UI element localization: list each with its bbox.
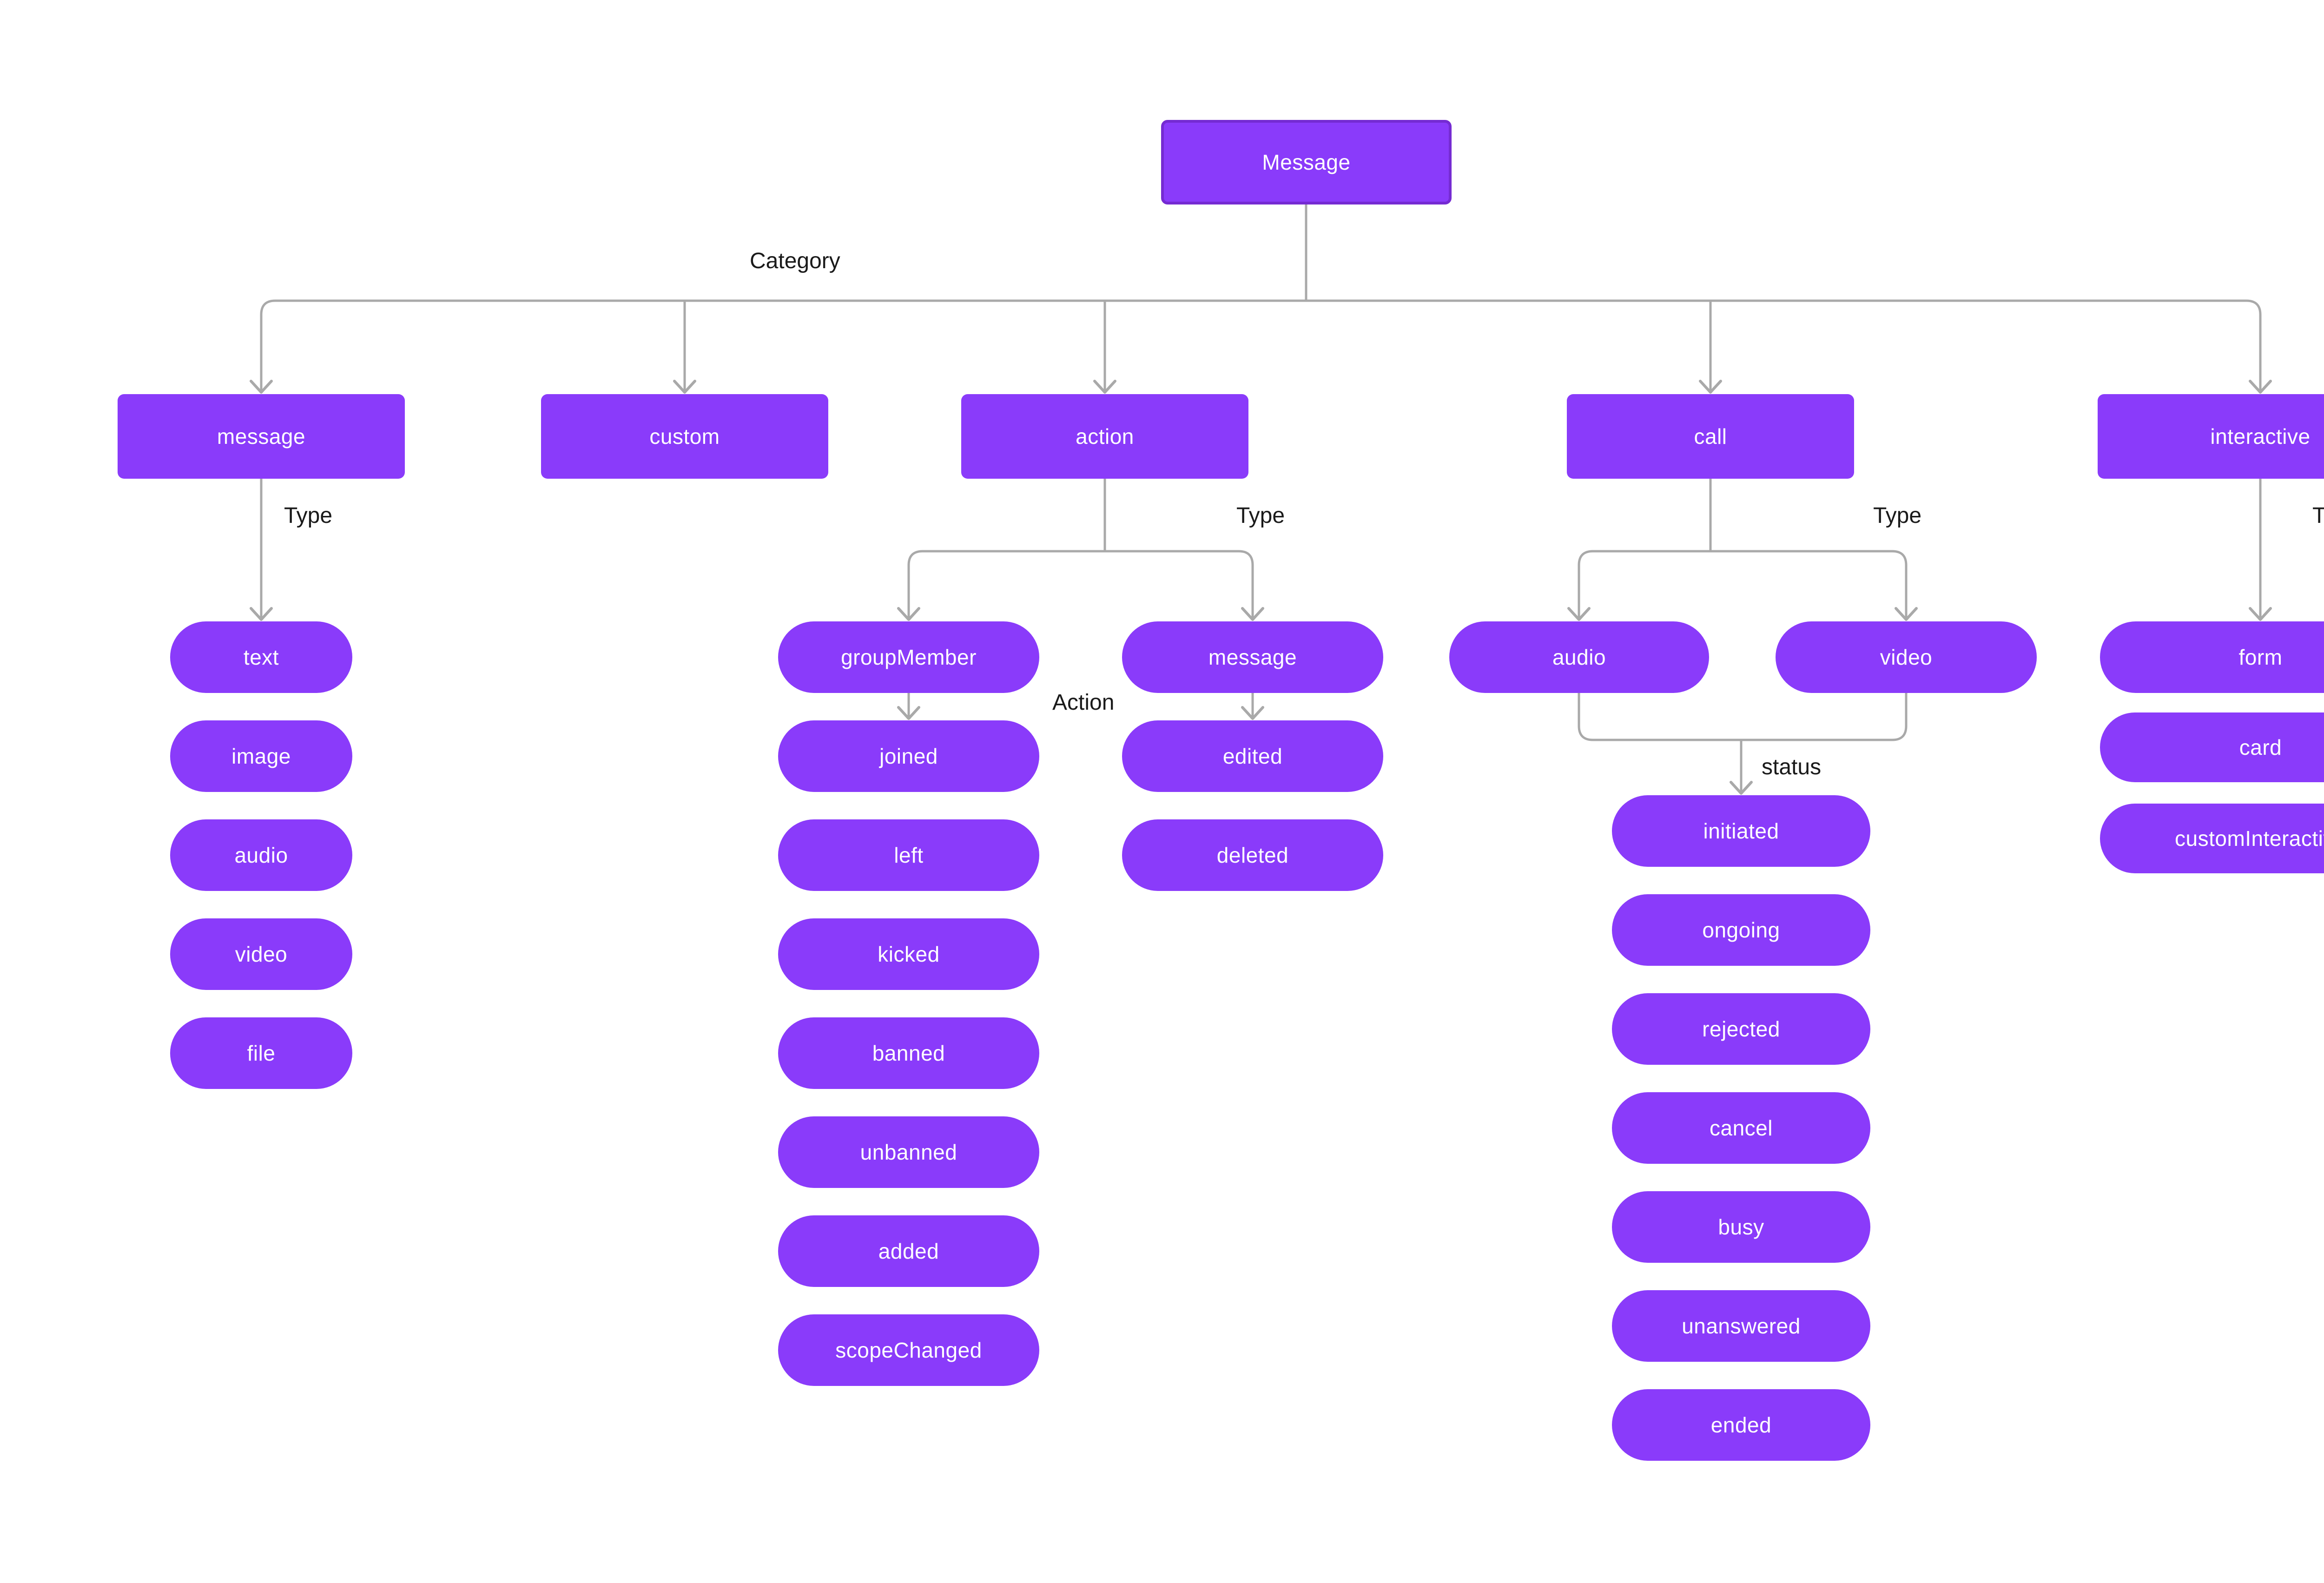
node-group-action-banned: banned	[778, 1017, 1039, 1089]
node-call-status-initiated: initiated	[1612, 795, 1870, 867]
node-call-type-video: video	[1776, 621, 2037, 693]
node-call-status-ended: ended	[1612, 1389, 1870, 1461]
node-call-status-cancel: cancel	[1612, 1092, 1870, 1164]
edge-label-type-interactive: Type	[2312, 503, 2324, 528]
node-call-type-audio: audio	[1449, 621, 1709, 693]
node-group-action-added: added	[778, 1215, 1039, 1287]
node-group-action-unbanned: unbanned	[778, 1116, 1039, 1188]
arrowhead	[1241, 607, 1264, 621]
arrowhead	[250, 380, 273, 394]
arrowhead	[1567, 607, 1591, 621]
connector-call-merge	[1578, 692, 1908, 741]
edge-label-type-call: Type	[1873, 503, 1922, 528]
node-message-type-video: video	[170, 918, 352, 990]
arrowhead	[897, 706, 920, 720]
connector-action-split	[907, 550, 1254, 620]
node-call-status-ongoing: ongoing	[1612, 894, 1870, 966]
node-category-custom: custom	[541, 394, 828, 479]
node-category-interactive: interactive	[2098, 394, 2324, 479]
node-group-action-joined: joined	[778, 720, 1039, 792]
arrowhead	[1241, 706, 1264, 720]
arrowhead	[1093, 380, 1116, 394]
arrowhead	[1730, 781, 1753, 795]
node-group-action-kicked: kicked	[778, 918, 1039, 990]
arrowhead	[673, 380, 696, 394]
node-message-action-edited: edited	[1122, 720, 1383, 792]
node-call-status-unanswered: unanswered	[1612, 1290, 1870, 1362]
node-action-type-message: message	[1122, 621, 1383, 693]
arrowhead	[1895, 607, 1918, 621]
arrowhead	[2249, 380, 2272, 394]
arrowhead	[2249, 607, 2272, 621]
node-message-type-audio: audio	[170, 819, 352, 891]
edge-label-type-action: Type	[1236, 503, 1285, 528]
edge-label-action: Action	[1052, 690, 1115, 715]
arrowhead	[1699, 380, 1722, 394]
node-group-action-left: left	[778, 819, 1039, 891]
node-interactive-type-form: form	[2100, 621, 2324, 693]
node-category-message: message	[118, 394, 405, 479]
edge-label-status: status	[1762, 755, 1822, 779]
connector-call-split	[1578, 550, 1908, 620]
connector-category-spine	[260, 299, 2262, 392]
node-message-type-text: text	[170, 621, 352, 693]
node-action-type-groupmember: groupMember	[778, 621, 1039, 693]
node-category-action: action	[961, 394, 1248, 479]
node-category-call: call	[1567, 394, 1854, 479]
node-call-status-rejected: rejected	[1612, 993, 1870, 1065]
arrowhead	[897, 607, 920, 621]
edge-label-category: Category	[750, 249, 840, 273]
node-interactive-type-card: card	[2100, 712, 2324, 782]
node-group-action-scopechanged: scopeChanged	[778, 1314, 1039, 1386]
node-interactive-type-custominteractive: customInteractive	[2100, 804, 2324, 873]
node-root-message: Message	[1161, 120, 1452, 204]
node-message-type-image: image	[170, 720, 352, 792]
node-message-type-file: file	[170, 1017, 352, 1089]
node-call-status-busy: busy	[1612, 1191, 1870, 1263]
node-message-action-deleted: deleted	[1122, 819, 1383, 891]
arrowhead	[250, 607, 273, 621]
edge-label-type-message: Type	[284, 503, 333, 528]
